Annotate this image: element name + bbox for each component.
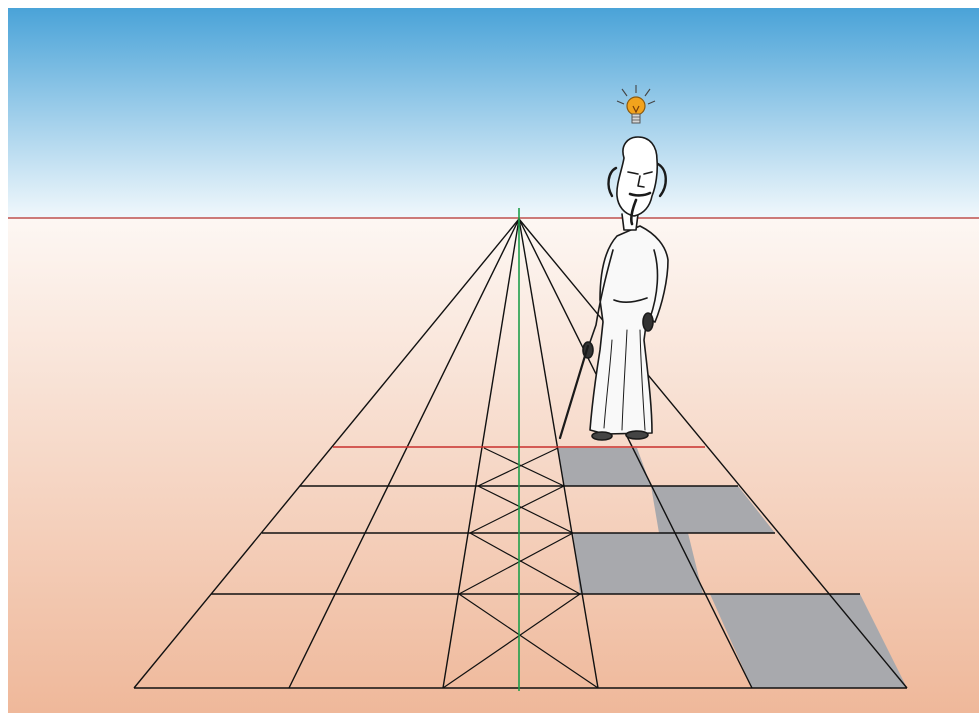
diagonal-line [477,485,574,534]
sky [8,8,979,219]
orthogonal-line [442,218,520,689]
old-man-with-cane-icon [558,136,669,441]
diagonal-line [442,593,581,689]
diagonal-line [469,485,565,534]
diagonal-line [469,532,581,595]
diagonal-line [483,447,565,487]
diagonal-line [458,532,574,595]
orthogonal-line [518,218,753,689]
lightbulb-icon [616,85,656,124]
diagonal-lines [442,447,599,689]
shaded-tile [573,533,703,594]
shaded-tile [558,448,651,486]
shaded-tiles [558,448,907,688]
orthogonal-line [518,218,599,689]
shaded-tile [710,594,907,688]
orthogonal-lines [133,218,908,689]
diagonal-line [458,593,599,689]
orthogonal-line [288,218,520,689]
diagonal-line [477,447,559,487]
orthogonal-line [518,218,908,689]
shaded-tile [651,486,775,533]
orthogonal-line [133,218,520,689]
